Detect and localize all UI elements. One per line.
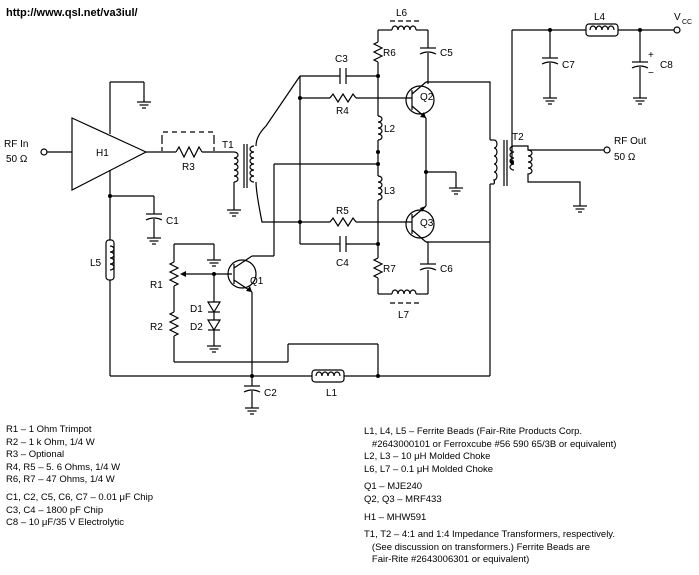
c3-label: C3 xyxy=(335,54,348,65)
t1-label: T1 xyxy=(222,140,234,151)
c1-label: C1 xyxy=(166,216,179,227)
c6-label: C6 xyxy=(440,264,453,275)
note-t1-t2-cont: (See discussion on transformers.) Ferrit… xyxy=(364,541,590,553)
note-l1-cont: #2643000101 or Ferroxcube #56 590 65/3B … xyxy=(364,438,617,450)
parts-list-right: L1, L4, L5 – Ferrite Beads (Fair-Rite Pr… xyxy=(364,426,616,567)
note-r2: R2 – 1 k Ohm, 1/4 W xyxy=(6,436,95,448)
transistor-q2 xyxy=(405,85,435,115)
bias-section: R1 R2 Q1 D1 D2 xyxy=(110,162,491,415)
note-c8: C8 – 10 μF/35 V Electrolytic xyxy=(6,517,124,529)
amplifier-h1 xyxy=(71,117,148,191)
c8-plus-label: + xyxy=(648,50,654,61)
output-section: T2 RF Out 50 Ω L4 V CC C7 + − C8 xyxy=(426,12,692,243)
note-r4-r5: R4, R5 – 5. 6 Ohms, 1/4 W xyxy=(6,461,121,473)
note-c1: C1, C2, C5, C6, C7 – 0.01 μF Chip xyxy=(6,491,153,503)
note-q2-q3: Q2, Q3 – MRF433 xyxy=(364,493,442,505)
r2-label: R2 xyxy=(150,322,163,333)
r5-label: R5 xyxy=(336,206,349,217)
r7-label: R7 xyxy=(383,264,396,275)
r3-label: R3 xyxy=(182,162,195,173)
input-match: R3 T1 xyxy=(146,75,301,223)
r1-label: R1 xyxy=(150,280,163,291)
h1-label: H1 xyxy=(96,148,109,159)
vcc-label: V xyxy=(674,12,681,23)
note-h1: H1 – MHW591 xyxy=(364,511,427,523)
note-l2-l3: L2, L3 – 10 μH Molded Choke xyxy=(364,451,491,463)
parts-list-left: R1 – 1 Ohm Trimpot R2 – 1 k Ohm, 1/4 W R… xyxy=(6,424,153,530)
l1-label: L1 xyxy=(326,388,338,399)
note-c3-c4: C3, C4 – 1800 pF Chip xyxy=(6,504,104,516)
vcc-sub-label: CC xyxy=(682,19,692,26)
note-r3: R3 – Optional xyxy=(6,449,65,461)
input-section: RF In 50 Ω H1 C1 L5 xyxy=(4,81,179,376)
rf-in-impedance: 50 Ω xyxy=(6,154,28,165)
d2-label: D2 xyxy=(190,322,203,333)
q2-label: Q2 xyxy=(420,92,434,103)
note-t1-t2-cont2: Fair-Rite #2643006301 or equivalent) xyxy=(364,554,530,566)
c4-label: C4 xyxy=(336,258,349,269)
rf-out-impedance: 50 Ω xyxy=(614,152,636,163)
note-q1: Q1 – MJE240 xyxy=(364,481,423,493)
d1-label: D1 xyxy=(190,304,203,315)
c8-label: C8 xyxy=(660,60,673,71)
l7-label: L7 xyxy=(398,310,410,321)
l6-label: L6 xyxy=(396,8,408,19)
t2-label: T2 xyxy=(512,132,524,143)
q3-label: Q3 xyxy=(420,218,434,229)
c2-label: C2 xyxy=(264,388,277,399)
c5-label: C5 xyxy=(440,48,453,59)
upper-stage: C3 R4 Q2 R6 L6 C5 L2 xyxy=(298,8,464,222)
rf-in-label: RF In xyxy=(4,139,28,150)
l3-label: L3 xyxy=(384,186,396,197)
source-url: http://www.qsl.net/va3iul/ xyxy=(6,7,138,19)
transistor-q1 xyxy=(227,259,257,289)
r4-label: R4 xyxy=(336,106,349,117)
r6-label: R6 xyxy=(383,48,396,59)
lower-stage: L3 R5 C4 Q3 R7 L7 C6 xyxy=(298,164,453,321)
l4-label: L4 xyxy=(594,12,606,23)
rf-out-label: RF Out xyxy=(614,136,646,147)
q1-label: Q1 xyxy=(250,276,264,287)
note-l6-l7: L6, L7 – 0.1 μH Molded Choke xyxy=(364,463,494,475)
c7-label: C7 xyxy=(562,60,575,71)
transistor-q3 xyxy=(405,209,435,239)
note-l1: L1, L4, L5 – Ferrite Beads (Fair-Rite Pr… xyxy=(364,426,583,437)
note-t1-t2: T1, T2 – 4:1 and 1:4 Impedance Transform… xyxy=(364,529,615,541)
c8-minus-label: − xyxy=(648,68,654,79)
note-r6-r7: R6, R7 – 47 Ohms, 1/4 W xyxy=(6,474,115,486)
note-r1: R1 – 1 Ohm Trimpot xyxy=(6,424,92,435)
l2-label: L2 xyxy=(384,124,396,135)
l5-label: L5 xyxy=(90,258,102,269)
